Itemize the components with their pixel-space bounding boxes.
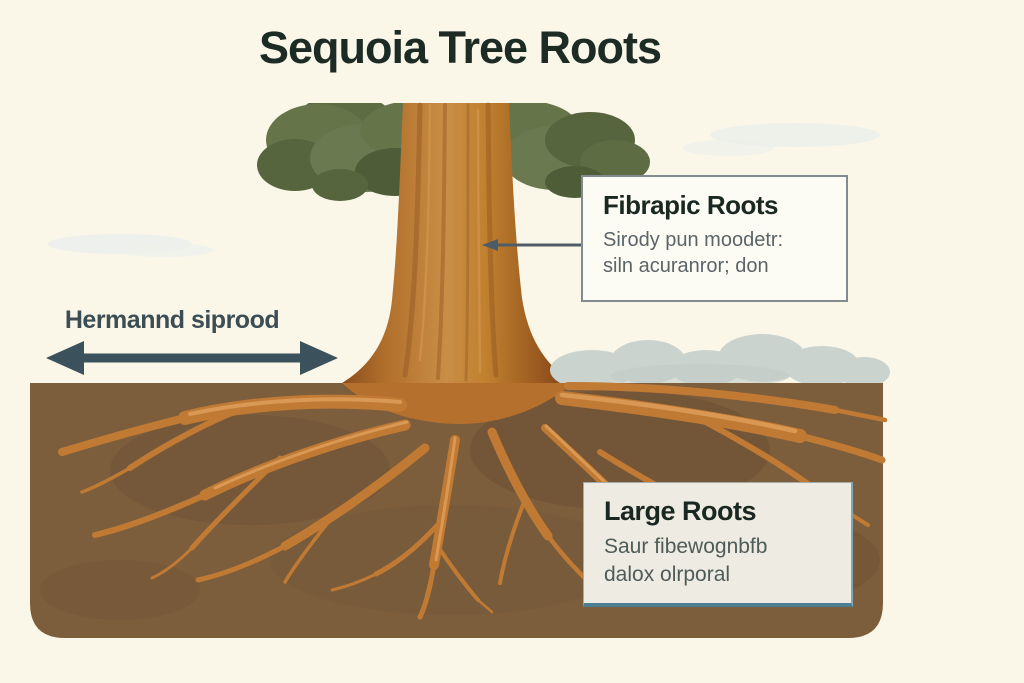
callout-large-line-2: dalox olrporal xyxy=(604,562,731,586)
double-arrow-icon xyxy=(46,341,338,375)
spread-label: Hermannd siprood xyxy=(64,306,280,334)
root-buttress xyxy=(342,383,573,424)
root-highlights xyxy=(188,392,798,562)
cloud-left xyxy=(48,234,213,257)
page-title: Sequoia Tree Roots xyxy=(258,22,662,73)
callout-fibrous-line-1: Sirody pun moodetr: xyxy=(603,229,784,251)
leader-line xyxy=(482,239,581,251)
callout-fibrous-roots: Fibrapic Roots Sirody pun moodetr: siln … xyxy=(581,175,848,302)
cloud-right xyxy=(683,123,880,156)
callout-large-roots: Large Roots Saur fibewognbfb dalox olrpo… xyxy=(583,482,853,607)
callout-fibrous-title: Fibrapic Roots xyxy=(603,190,779,220)
callout-large-line-1: Saur fibewognbfb xyxy=(604,535,768,558)
callout-large-title: Large Roots xyxy=(604,496,757,526)
callout-fibrous-line-2: siln acuranror; don xyxy=(603,255,769,278)
bushes xyxy=(550,334,890,390)
